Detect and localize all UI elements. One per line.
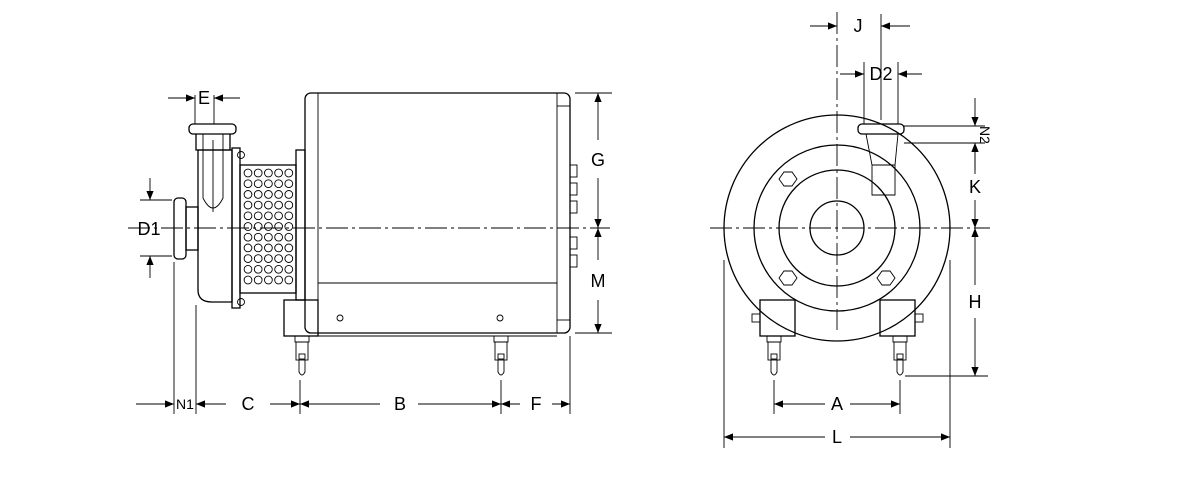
- label-E: E: [198, 88, 210, 108]
- vent-hole: [274, 254, 283, 263]
- adaptor-grille: [239, 164, 297, 294]
- vent-hole: [284, 264, 294, 274]
- vent-hole: [274, 190, 283, 199]
- outlet-front: [857, 123, 905, 196]
- vent-hole: [243, 222, 253, 231]
- label-A: A: [831, 394, 843, 414]
- vent-hole: [264, 168, 273, 178]
- vent-hole: [274, 200, 283, 210]
- label-M: M: [591, 271, 606, 291]
- vent-hole: [264, 211, 273, 221]
- label-L: L: [832, 427, 842, 447]
- vent-hole: [284, 254, 294, 263]
- vent-hole: [284, 190, 294, 199]
- vent-hole: [243, 275, 253, 285]
- label-K: K: [969, 177, 981, 197]
- vent-hole: [253, 264, 263, 274]
- outlet-pipe: [188, 123, 237, 212]
- inlet-pipe: [173, 197, 199, 260]
- label-G: G: [591, 150, 605, 170]
- vent-hole: [274, 264, 283, 274]
- vent-hole: [243, 243, 253, 253]
- vent-hole: [264, 179, 273, 189]
- vent-hole: [264, 200, 273, 210]
- vent-hole: [253, 254, 263, 263]
- vent-hole: [284, 211, 294, 221]
- hex-bolt: [778, 270, 798, 286]
- vent-hole: [264, 275, 273, 285]
- vent-hole: [274, 179, 283, 189]
- label-N1: N1: [176, 396, 194, 412]
- vent-hole: [264, 243, 273, 253]
- vent-hole: [243, 179, 253, 189]
- label-D2: D2: [869, 64, 892, 84]
- label-H: H: [969, 292, 982, 312]
- motor-foot: [283, 299, 557, 337]
- foot-right-front: [879, 299, 924, 376]
- front-view: J D2 N2 K H A L: [710, 12, 993, 448]
- vent-hole: [274, 211, 283, 221]
- vent-hole: [253, 275, 263, 285]
- hex-bolt: [876, 270, 896, 286]
- vent-hole: [253, 179, 263, 189]
- vent-hole: [243, 264, 253, 274]
- vent-hole: [253, 232, 263, 242]
- vent-hole: [264, 222, 273, 231]
- label-F: F: [531, 394, 542, 414]
- vent-hole: [274, 243, 283, 253]
- vent-hole: [284, 243, 294, 253]
- vent-hole: [274, 222, 283, 231]
- label-C: C: [242, 394, 255, 414]
- vent-hole: [274, 168, 283, 178]
- vent-hole: [243, 254, 253, 263]
- vent-hole: [243, 168, 253, 178]
- vent-hole: [253, 243, 263, 253]
- foot-left-front: [751, 299, 796, 376]
- vent-hole: [243, 200, 253, 210]
- label-N2: N2: [977, 126, 993, 144]
- label-B: B: [394, 394, 406, 414]
- extension-lines-front: [723, 14, 988, 448]
- vent-hole: [284, 179, 294, 189]
- vent-hole: [274, 275, 283, 285]
- label-D1: D1: [137, 219, 160, 239]
- vent-hole: [284, 200, 294, 210]
- vent-hole: [274, 232, 283, 242]
- dimension-arrows-front: [724, 22, 979, 441]
- leg-right: [493, 335, 509, 376]
- dimension-arrows-side: [136, 93, 602, 408]
- vent-hole: [284, 232, 294, 242]
- vent-hole: [264, 190, 273, 199]
- vent-hole: [253, 200, 263, 210]
- vent-hole: [253, 211, 263, 221]
- vent-hole: [264, 232, 273, 242]
- motor-flange: [295, 149, 306, 301]
- vent-hole: [253, 190, 263, 199]
- extension-lines: [140, 92, 612, 414]
- leg-left: [294, 335, 310, 376]
- vent-hole: [284, 168, 294, 178]
- hex-bolt: [778, 171, 798, 187]
- vent-hole: [284, 275, 294, 285]
- vent-hole: [284, 222, 294, 231]
- vent-hole: [243, 190, 253, 199]
- vent-hole: [264, 254, 273, 263]
- vent-hole: [264, 264, 273, 274]
- vent-hole: [253, 222, 263, 231]
- vent-hole: [243, 232, 253, 242]
- vent-hole: [253, 168, 263, 178]
- side-view: E D1 G M N1 C B F: [128, 88, 612, 414]
- label-J: J: [854, 16, 863, 36]
- vent-hole: [243, 211, 253, 221]
- motor-body: [304, 92, 578, 334]
